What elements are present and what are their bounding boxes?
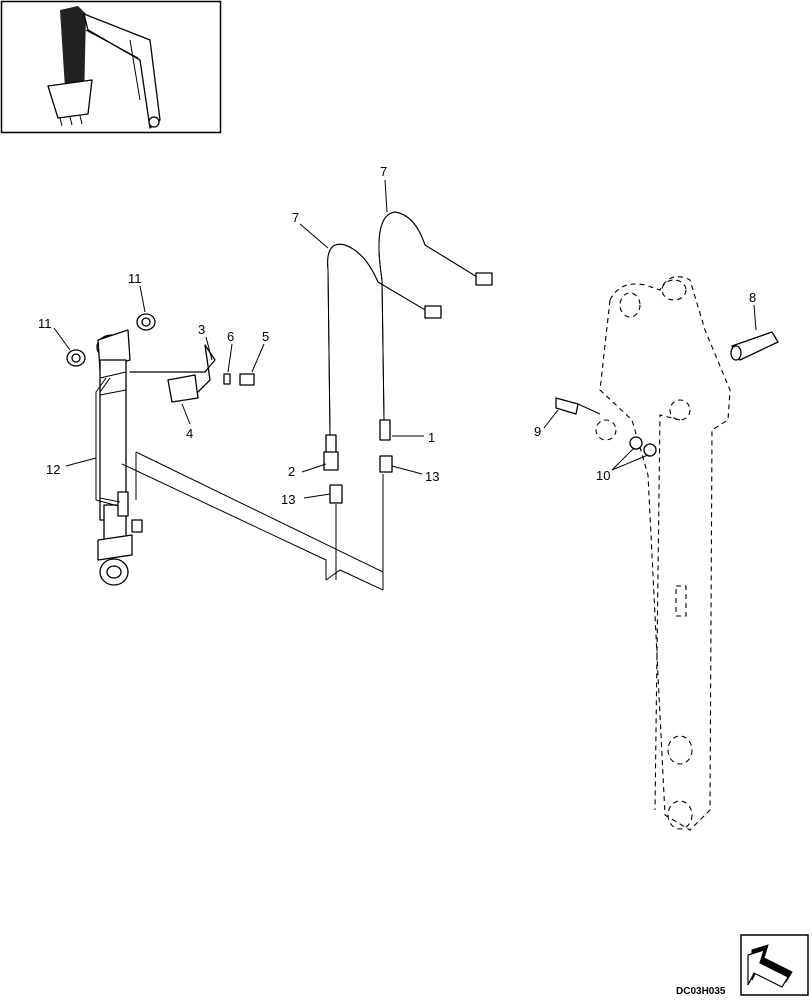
svg-text:7: 7 — [380, 164, 387, 179]
callout-5: 5 — [251, 329, 269, 373]
svg-text:2: 2 — [288, 464, 295, 479]
fitting — [329, 484, 343, 504]
svg-text:3: 3 — [198, 322, 205, 337]
svg-text:13: 13 — [425, 469, 439, 484]
callout-7: 7 — [380, 164, 388, 213]
svg-text:9: 9 — [534, 424, 541, 439]
seal-ring — [66, 349, 86, 367]
svg-text:6: 6 — [227, 329, 234, 344]
next-page-arrow-icon[interactable] — [740, 934, 809, 996]
svg-text:7: 7 — [292, 210, 299, 225]
pin — [730, 331, 779, 361]
svg-text:4: 4 — [186, 426, 193, 441]
svg-text:12: 12 — [46, 462, 60, 477]
svg-text:8: 8 — [749, 290, 756, 305]
svg-text:5: 5 — [262, 329, 269, 344]
svg-text:11: 11 — [128, 271, 142, 286]
callout-13: 13 — [281, 492, 331, 507]
seal-ring — [136, 313, 156, 331]
hose — [378, 211, 493, 441]
callout-9: 9 — [534, 409, 559, 439]
drawing-code: DC03H035 — [676, 986, 726, 997]
callout-2: 2 — [288, 463, 327, 479]
svg-text:13: 13 — [281, 492, 295, 507]
bolt — [555, 397, 601, 415]
clamp — [129, 344, 216, 403]
boom-outline — [595, 276, 731, 831]
callout-3: 3 — [198, 322, 213, 361]
callout-13: 13 — [391, 465, 439, 484]
callout-4: 4 — [181, 403, 193, 441]
hose — [323, 243, 442, 471]
nut — [629, 436, 657, 457]
callout-8: 8 — [749, 290, 757, 331]
svg-text:1: 1 — [428, 430, 435, 445]
callout-6: 6 — [227, 329, 234, 373]
excavator-arm-overview-icon — [0, 0, 222, 134]
callout-10: 10 — [596, 447, 649, 483]
svg-text:11: 11 — [38, 316, 52, 331]
washer — [223, 373, 231, 385]
callout-7: 7 — [292, 210, 329, 249]
callout-11: 11 — [38, 316, 71, 351]
callout-1: 1 — [392, 430, 435, 445]
svg-text:10: 10 — [596, 468, 610, 483]
bolt — [239, 373, 255, 386]
boom-cylinder — [95, 329, 143, 586]
callout-12: 12 — [46, 457, 97, 477]
callout-11: 11 — [128, 271, 146, 313]
fitting — [379, 455, 393, 473]
connection-lines — [121, 451, 384, 591]
